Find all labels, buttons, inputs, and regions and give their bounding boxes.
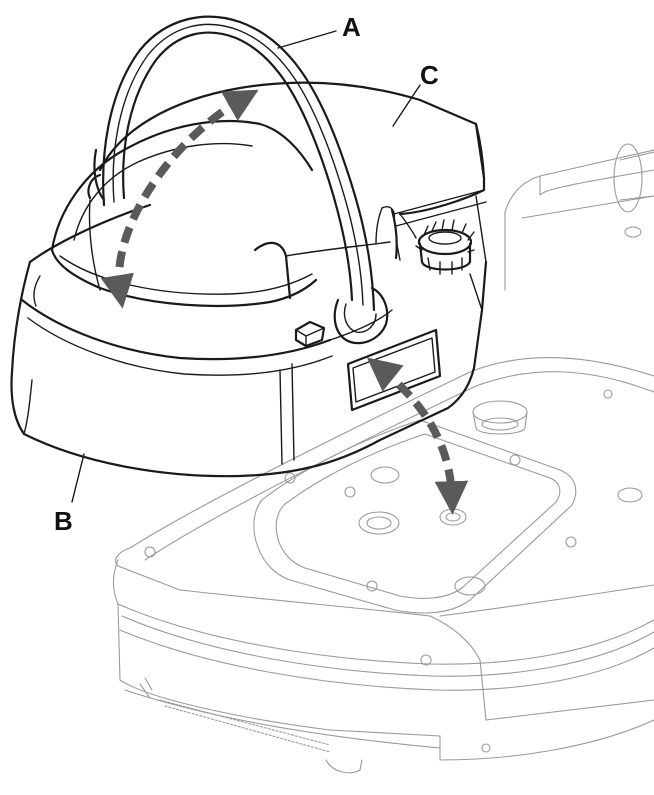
label-c: C — [420, 60, 439, 90]
callout-c: C — [392, 60, 439, 127]
appliance-housing — [10, 81, 488, 478]
motion-arrows — [100, 89, 469, 515]
callout-b: B — [54, 453, 85, 536]
callout-a: A — [277, 12, 361, 49]
base-unit — [112, 143, 654, 774]
lid-rotation-arrow — [100, 89, 259, 309]
carry-handle — [102, 15, 396, 345]
label-b: B — [54, 506, 73, 536]
insertion-arrow — [366, 357, 469, 515]
label-a: A — [342, 12, 361, 42]
